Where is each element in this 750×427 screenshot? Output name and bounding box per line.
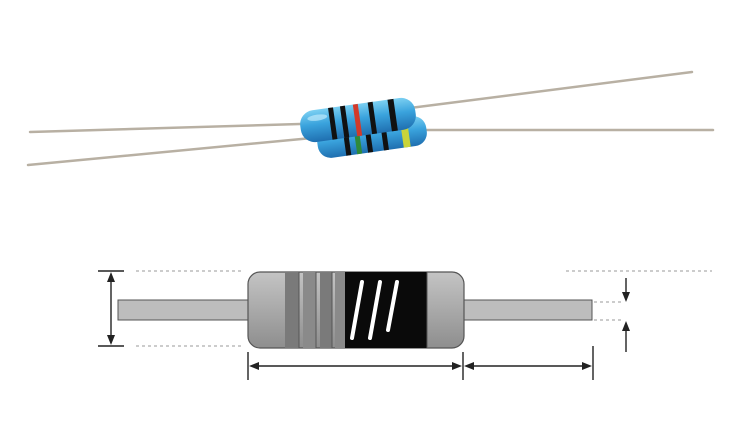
- dimension-lead-length: [464, 346, 594, 380]
- arrowhead-up: [622, 321, 630, 331]
- resistor-photo: [26, 70, 715, 167]
- arrowhead-up: [107, 272, 115, 282]
- arrowhead-left: [464, 362, 474, 370]
- arrowhead-left: [249, 362, 259, 370]
- resistor-schematic: [98, 270, 712, 380]
- schematic-cap-band: [303, 272, 316, 348]
- arrowhead-down: [107, 335, 115, 345]
- band-black: [387, 98, 398, 132]
- band-black: [328, 107, 338, 140]
- resistor-photo-front: [300, 97, 416, 143]
- arrowhead-right: [452, 362, 462, 370]
- dimension-body-length: [247, 352, 464, 380]
- winding-stripe: [386, 280, 399, 332]
- schematic-cap-band: [320, 272, 332, 348]
- lead-wire-front-right: [408, 70, 694, 110]
- dimension-body-diameter: [98, 270, 124, 347]
- dimension-lead-diameter: [622, 278, 630, 352]
- schematic-cap-band: [335, 272, 345, 348]
- schematic-lead-right: [459, 299, 593, 321]
- lead-wire-front-left: [28, 122, 302, 134]
- winding-stripe: [368, 280, 382, 340]
- arrowhead-right: [582, 362, 592, 370]
- schematic-cap-band: [285, 272, 299, 348]
- band-black: [339, 105, 350, 139]
- extension-lines: [136, 270, 712, 347]
- band-black: [367, 101, 378, 135]
- arrowhead-down: [622, 292, 630, 302]
- body-highlight: [307, 114, 328, 121]
- winding-stripe: [350, 280, 364, 340]
- schematic-winding: [350, 280, 399, 340]
- lead-wire-back-left: [26, 136, 314, 167]
- schematic-lead-left: [117, 299, 251, 321]
- band-red: [352, 103, 363, 137]
